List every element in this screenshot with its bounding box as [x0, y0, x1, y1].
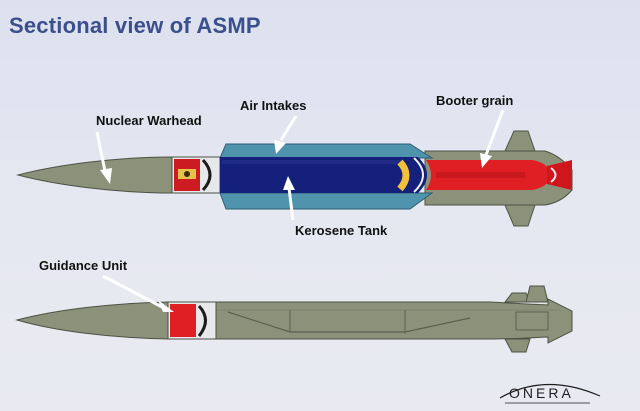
arrow-kerosene-tank: [287, 187, 295, 221]
bottom-fin-upper-1: [503, 292, 531, 303]
onera-logo: ONERA: [509, 385, 574, 401]
label-guidance-unit: Guidance Unit: [39, 258, 128, 273]
arrow-guidance-unit: [102, 274, 163, 309]
page-title: Sectional view of ASMP: [9, 13, 261, 38]
top-nose-cone: [16, 156, 173, 194]
top-missile: [16, 130, 573, 227]
arrow-air-intakes: [279, 115, 298, 141]
top-fin-upper: [504, 130, 536, 152]
bottom-missile: [15, 285, 573, 353]
top-fin-lower: [504, 204, 536, 227]
air-intake-duct-lower: [219, 192, 434, 210]
bottom-missile-body: [15, 298, 573, 344]
label-kerosene-tank: Kerosene Tank: [295, 223, 388, 238]
arrow-nuclear-warhead: [95, 131, 108, 177]
label-booter-grain: Booter grain: [436, 93, 514, 108]
onera-logo-arc: [499, 383, 601, 399]
guidance-unit: [170, 304, 196, 337]
arrow-booter-grain: [484, 109, 505, 156]
booster-nozzle: [547, 160, 572, 190]
bottom-fin-lower: [504, 338, 531, 353]
air-intake-duct-upper: [219, 143, 434, 159]
leader-arrows: [95, 109, 505, 312]
bottom-fin-upper-2: [525, 285, 549, 303]
label-air-intakes: Air Intakes: [240, 98, 307, 113]
label-nuclear-warhead: Nuclear Warhead: [96, 113, 202, 128]
